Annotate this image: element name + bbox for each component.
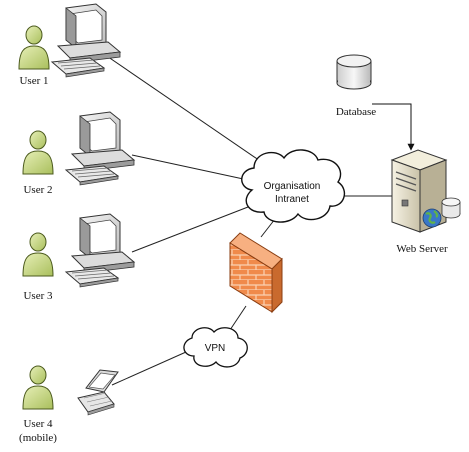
user-1-node: User 1 xyxy=(18,3,121,87)
link-intranet-firewall xyxy=(260,218,276,238)
database-label: Database xyxy=(336,106,376,118)
desktop-computer-icon xyxy=(65,111,135,186)
link-vpn-user4 xyxy=(111,351,187,386)
user-4-sublabel: (mobile) xyxy=(19,432,57,444)
laptop-icon xyxy=(77,369,119,416)
user-3-label: User 3 xyxy=(23,290,53,302)
vpn-cloud: VPN xyxy=(183,327,248,368)
user-person-icon xyxy=(18,25,50,70)
desktop-computer-icon xyxy=(51,3,121,78)
desktop-computer-icon xyxy=(65,213,135,288)
intranet-label-line2: Intranet xyxy=(275,194,309,205)
web-server-label: Web Server xyxy=(396,243,448,255)
link-user3-intranet xyxy=(131,206,249,253)
user-1-label: User 1 xyxy=(19,75,48,87)
link-firewall-vpn xyxy=(229,305,247,331)
user-person-icon xyxy=(22,365,54,410)
user-3-node: User 3 xyxy=(22,213,135,302)
connection-lines xyxy=(97,49,415,386)
user-2-node: User 2 xyxy=(22,111,135,196)
globe-icon xyxy=(422,208,442,228)
link-user2-intranet xyxy=(131,154,249,181)
link-database-webserver xyxy=(372,103,415,151)
link-user1-intranet xyxy=(97,49,267,166)
disk-icon xyxy=(441,197,461,219)
user-4-label: User 4 xyxy=(23,418,53,430)
user-person-icon xyxy=(22,130,54,175)
intranet-cloud: Organisation Intranet xyxy=(241,149,346,223)
cloud-icon xyxy=(183,327,248,368)
user-person-icon xyxy=(22,232,54,277)
intranet-label-line1: Organisation xyxy=(264,181,321,192)
web-server-node: Web Server xyxy=(390,149,461,255)
cloud-icon xyxy=(241,149,346,223)
vpn-label: VPN xyxy=(205,343,226,354)
user-2-label: User 2 xyxy=(23,184,52,196)
user-4-node: User 4 (mobile) xyxy=(19,365,119,444)
database-node: Database xyxy=(336,54,376,118)
database-icon xyxy=(336,54,372,90)
firewall-icon xyxy=(229,232,283,314)
